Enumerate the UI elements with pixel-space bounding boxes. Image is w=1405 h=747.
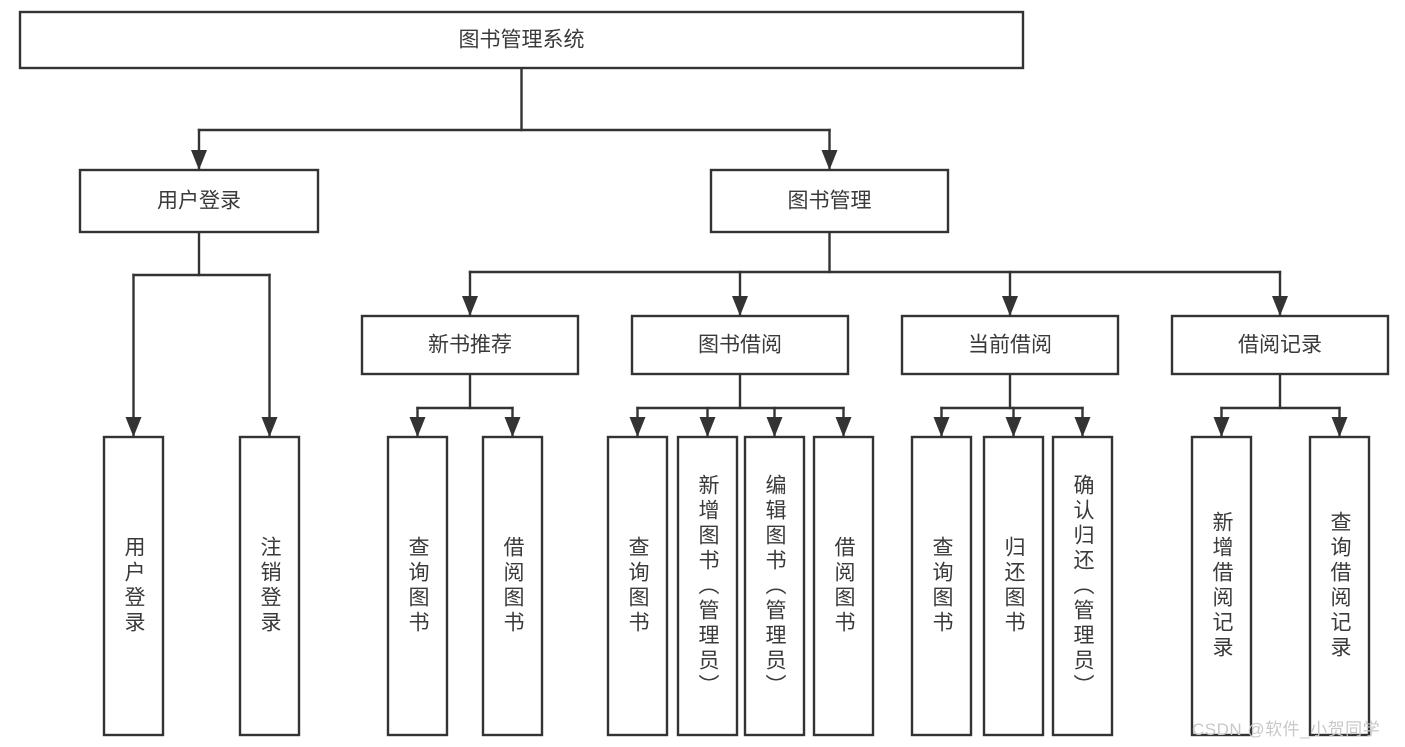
node-label-current-borrow: 当前借阅: [968, 334, 1052, 357]
node-label-root: 图书管理系统: [459, 29, 585, 52]
node-label-book-manage: 图书管理: [788, 190, 872, 213]
csdn-watermark: CSDN @软件_小贺同学: [1192, 720, 1381, 739]
node-box-root[interactable]: [18, 10, 1025, 70]
arrow-head-leaf-query-book-2: [629, 417, 646, 437]
arrow-head-leaf-user-login: [125, 417, 142, 437]
arrow-head-leaf-confirm-return: [1074, 417, 1091, 437]
arrow-head-leaf-borrow-book-1: [504, 417, 521, 437]
arrow-head-user-login: [191, 150, 207, 170]
node-label-book-borrow: 图书借阅: [698, 334, 782, 357]
node-box-book-borrow[interactable]: [630, 314, 850, 376]
node-box-leaf-add-record[interactable]: [1190, 435, 1253, 737]
node-box-leaf-query-book-2[interactable]: [606, 435, 669, 737]
arrow-head-book-manage: [821, 150, 838, 170]
arrow-head-leaf-borrow-book-2: [835, 417, 852, 437]
node-box-leaf-query-book-3[interactable]: [910, 435, 973, 737]
arrow-head-leaf-add-book: [699, 417, 716, 437]
arrow-head-leaf-return-book: [1005, 417, 1022, 437]
node-box-leaf-return-book[interactable]: [982, 435, 1045, 737]
node-label-new-book-rec: 新书推荐: [428, 334, 512, 357]
arrow-head-leaf-edit-book: [766, 417, 783, 437]
arrow-head-leaf-query-book-1: [409, 417, 426, 437]
node-box-borrow-record[interactable]: [1170, 314, 1390, 376]
node-box-leaf-user-login[interactable]: [102, 435, 165, 737]
node-box-leaf-borrow-book-1[interactable]: [481, 435, 544, 737]
arrow-head-leaf-query-record: [1331, 417, 1348, 437]
connector-layer: [125, 66, 1348, 438]
arrow-head-new-book-rec: [462, 296, 478, 316]
node-box-book-manage[interactable]: [709, 168, 950, 234]
node-label-user-login: 用户登录: [157, 190, 241, 213]
arrow-head-leaf-add-record: [1213, 417, 1230, 437]
node-box-leaf-query-record[interactable]: [1308, 435, 1371, 737]
node-box-user-login[interactable]: [78, 168, 320, 234]
node-box-leaf-logout[interactable]: [238, 435, 301, 737]
box-layer: [18, 10, 1390, 737]
node-box-leaf-confirm-return[interactable]: [1051, 435, 1114, 737]
arrow-head-leaf-logout: [261, 417, 278, 437]
node-box-leaf-edit-book[interactable]: [743, 435, 806, 737]
arrow-head-book-borrow: [732, 296, 748, 316]
node-box-leaf-borrow-book-2[interactable]: [812, 435, 875, 737]
arrow-head-borrow-record: [1272, 296, 1288, 316]
arrow-head-leaf-query-book-3: [933, 417, 950, 437]
node-label-borrow-record: 借阅记录: [1238, 334, 1322, 357]
node-box-leaf-add-book[interactable]: [676, 435, 739, 737]
node-box-new-book-rec[interactable]: [360, 314, 580, 376]
node-box-current-borrow[interactable]: [900, 314, 1120, 376]
node-box-leaf-query-book-1[interactable]: [386, 435, 449, 737]
arrow-head-current-borrow: [1002, 296, 1018, 316]
